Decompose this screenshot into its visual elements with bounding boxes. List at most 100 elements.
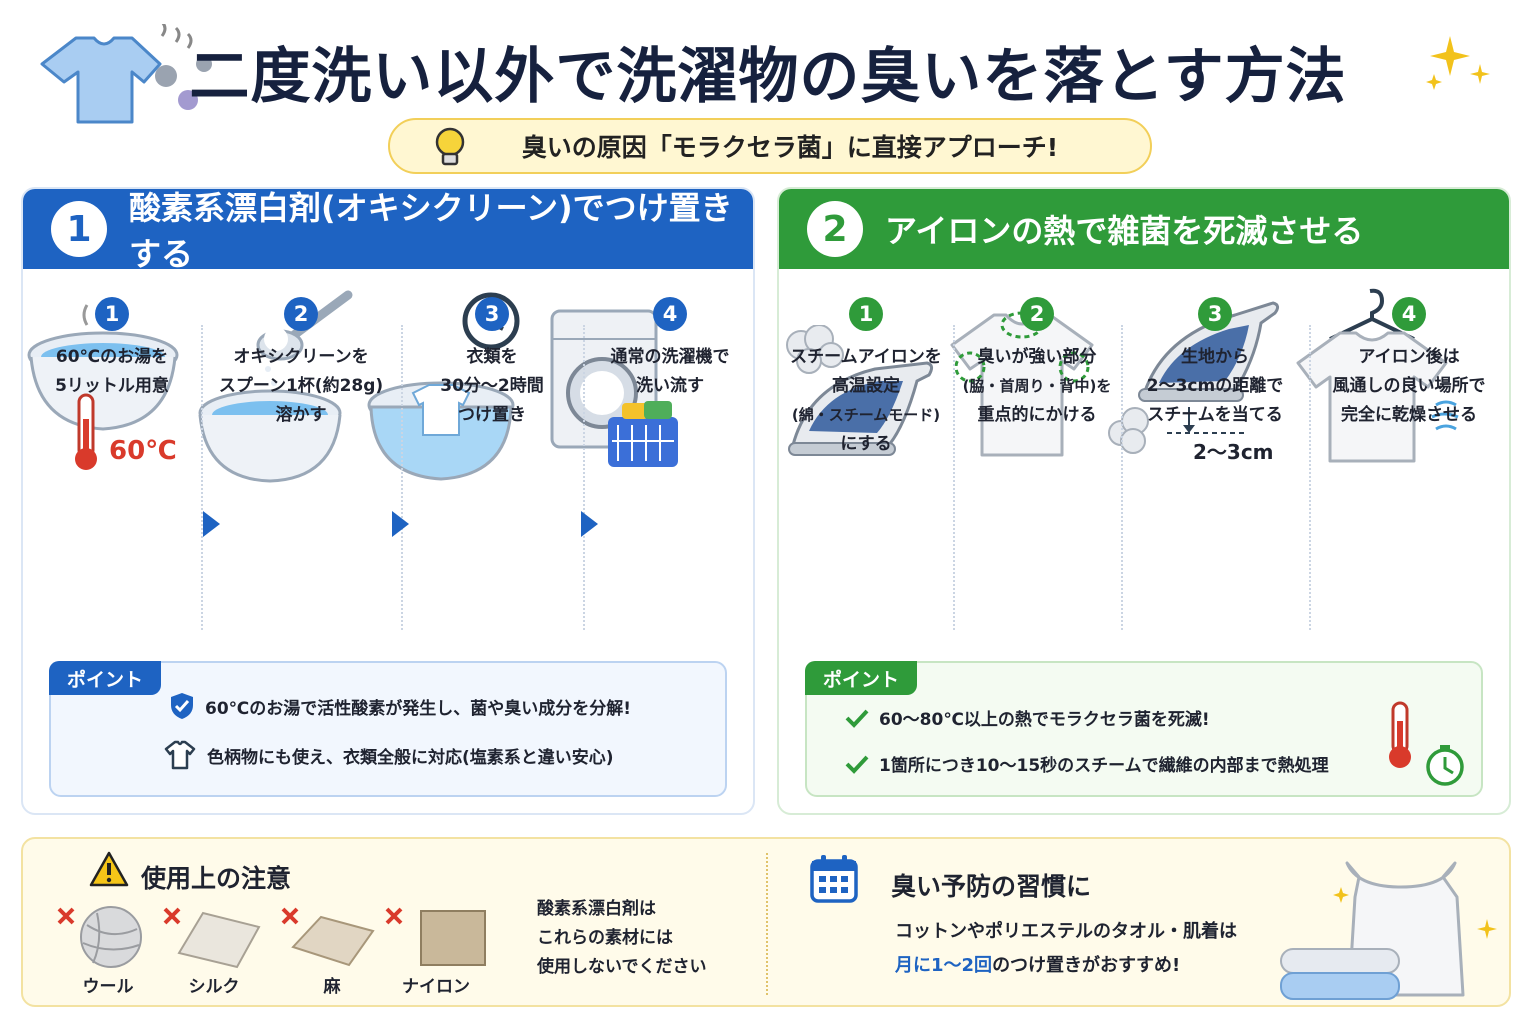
step-list: 1 スチームアイロンを 高温設定 (綿・スチームモード) にする 2 臭いが強い… xyxy=(779,285,1509,635)
step-text-line: スチームを当てる xyxy=(1147,405,1283,425)
point-item: 1箇所につき10〜15秒のスチームで繊維の内部まで熱処理 xyxy=(845,751,1329,776)
step-4: 4 通常の洗濯機で 洗い流す xyxy=(585,285,753,635)
step-text-line: 5リットル用意 xyxy=(55,376,169,396)
point-text: 1箇所につき10〜15秒のスチームで繊維の内部まで熱処理 xyxy=(879,756,1329,776)
iron-distance-icon: 2〜3cm xyxy=(1108,301,1280,464)
step-text-line: 溶かす xyxy=(275,405,327,425)
point-label: ポイント xyxy=(805,661,918,695)
point-text: 60〜80℃以上の熱でモラクセラ菌を死滅! xyxy=(879,710,1210,730)
bottom-info-box: 使用上の注意 ウール シルク 麻 ナイロン 酸素系漂白剤は これらの素材には 使 xyxy=(21,837,1511,1007)
step-text-line: 臭いが強い部分 xyxy=(977,347,1097,367)
step-3: 3 衣類を 30分〜2時間 つけ置き xyxy=(403,285,581,635)
step-text-line: オキシクリーンを xyxy=(233,347,369,367)
habit-frequency-highlight: 月に1〜2回 xyxy=(895,955,993,976)
step-2: 2 臭いが強い部分 (脇・首周り・背中)を 重点的にかける xyxy=(955,285,1119,635)
step-text-line: 重点的にかける xyxy=(977,405,1097,425)
point-box: ポイント 60℃のお湯で活性酸素が発生し、菌や臭い成分を分解! 色柄物にも使え、… xyxy=(49,661,727,797)
habit-line-2-rest: のつけ置きがおすすめ! xyxy=(992,955,1181,976)
caution-title: 使用上の注意 xyxy=(141,864,292,893)
wool-yarn-icon xyxy=(57,906,142,968)
point-text: 60℃のお湯で活性酸素が発生し、菌や臭い成分を分解! xyxy=(205,698,631,719)
step-text-line: 60℃のお湯を xyxy=(55,347,169,367)
sparkle-icon xyxy=(1426,36,1490,90)
caution-note-line: これらの素材には xyxy=(537,928,673,948)
point-text: 色柄物にも使え、衣類全般に対応(塩素系と違い安心) xyxy=(207,747,614,768)
material-nylon: ナイロン xyxy=(381,901,491,1001)
page-title: 二度洗い以外で洗濯物の臭いを落とす方法 xyxy=(189,42,1347,112)
towels-undershirt-icon xyxy=(1280,861,1497,1000)
step-number: 3 xyxy=(475,297,509,331)
check-icon xyxy=(845,755,869,774)
material-label: ウール xyxy=(82,977,134,997)
step-number: 3 xyxy=(1198,297,1232,331)
step-text-line: 衣類を xyxy=(466,347,518,367)
step-text-line: スプーン1杯(約28g) xyxy=(218,376,384,396)
subtitle-text: 臭いの原因「モラクセラ菌」に直接アプローチ! xyxy=(521,133,1059,162)
material-label: 麻 xyxy=(323,977,341,997)
step-4: 4 アイロン後は 風通しの良い場所で 完全に乾燥させる xyxy=(1311,285,1507,635)
step-arrow-icon xyxy=(392,511,409,537)
point-label: ポイント xyxy=(49,661,162,695)
check-icon xyxy=(845,709,869,728)
step-divider xyxy=(953,325,955,630)
smelly-tshirt-icon xyxy=(40,24,212,124)
washing-machine-icon xyxy=(550,309,679,467)
step-text-line: つけ置き xyxy=(458,405,526,425)
material-label: ナイロン xyxy=(402,977,470,997)
material-label: シルク xyxy=(188,977,240,997)
step-number: 2 xyxy=(284,297,318,331)
habit-line-2: 月に1〜2回のつけ置きがおすすめ! xyxy=(895,949,1237,983)
nylon-fabric-icon xyxy=(385,907,486,966)
silk-fabric-icon xyxy=(163,907,261,969)
section-divider xyxy=(766,853,768,995)
material-wool: ウール xyxy=(53,901,163,1001)
step-text-line: 30分〜2時間 xyxy=(440,376,544,396)
distance-label: 2〜3cm xyxy=(1193,440,1274,464)
step-text-line: 高温設定 xyxy=(832,376,900,396)
method-2-header: 2 アイロンの熱で雑菌を死滅させる xyxy=(779,189,1509,269)
habit-line-1: コットンやポリエステルのタオル・肌着は xyxy=(895,921,1237,942)
method-oxygen-bleach-panel: 1 酸素系漂白剤(オキシクリーン)でつけ置きする 1 60℃のお湯を 5リットル… xyxy=(21,187,755,815)
method-number-badge: 1 xyxy=(51,201,107,257)
hanger-shirt-icon xyxy=(1296,288,1459,463)
step-text-line: 風通しの良い場所で xyxy=(1332,376,1486,396)
step-divider xyxy=(1309,325,1311,630)
step-1: 1 スチームアイロンを 高温設定 (綿・スチームモード) にする xyxy=(779,285,953,635)
material-silk: シルク xyxy=(159,901,269,1001)
step-text-line: スチームアイロンを xyxy=(790,347,942,367)
step-3: 3 生地から 2〜3cmの距離で スチームを当てる xyxy=(1123,285,1307,635)
step-number: 4 xyxy=(653,297,687,331)
shield-check-icon xyxy=(171,693,193,719)
step-2: 2 オキシクリーンを スプーン1杯(約28g) 溶かす xyxy=(203,285,399,635)
step-arrow-icon xyxy=(203,511,220,537)
step-divider xyxy=(401,325,403,630)
step-divider xyxy=(583,325,585,630)
thermometer-timer-icon xyxy=(1389,701,1464,786)
step-list: 1 60℃のお湯を 5リットル用意 2 オキシクリーンを スプーン1杯(約28g… xyxy=(23,285,753,635)
calendar-icon xyxy=(810,855,858,903)
point-item: 60〜80℃以上の熱でモラクセラ菌を死滅! xyxy=(845,705,1210,730)
temperature-badge: 60℃ xyxy=(109,436,177,466)
tshirt-outline-icon xyxy=(164,740,196,770)
step-number: 1 xyxy=(849,297,883,331)
caution-note-line: 使用しないでください xyxy=(537,957,707,977)
habit-text: コットンやポリエステルのタオル・肌着は 月に1〜2回のつけ置きがおすすめ! xyxy=(895,915,1237,983)
step-arrow-icon xyxy=(581,511,598,537)
material-linen: 麻 xyxy=(277,901,387,1001)
step-text-line: 洗い流す xyxy=(636,376,704,396)
step-number: 2 xyxy=(1020,297,1054,331)
method-iron-heat-panel: 2 アイロンの熱で雑菌を死滅させる 1 スチームアイロンを 高温設定 (綿・スチ… xyxy=(777,187,1511,815)
point-box: ポイント 60〜80℃以上の熱でモラクセラ菌を死滅! 1箇所につき10〜15秒の… xyxy=(805,661,1483,797)
lightbulb-icon xyxy=(435,127,465,166)
step-text-line: にする xyxy=(840,434,892,454)
habit-title: 臭い予防の習慣に xyxy=(891,872,1092,901)
steam-iron-icon xyxy=(786,324,934,456)
step-text-line: 2〜3cmの距離で xyxy=(1146,376,1284,396)
step-divider xyxy=(1121,325,1123,630)
step-text-line: アイロン後は xyxy=(1358,347,1460,367)
step-text-line: 通常の洗濯機で xyxy=(610,347,730,367)
warning-icon xyxy=(89,851,129,887)
step-divider xyxy=(201,325,203,630)
soaking-clock-icon xyxy=(367,292,520,481)
point-item: 60℃のお湯で活性酸素が発生し、菌や臭い成分を分解! xyxy=(169,691,631,721)
